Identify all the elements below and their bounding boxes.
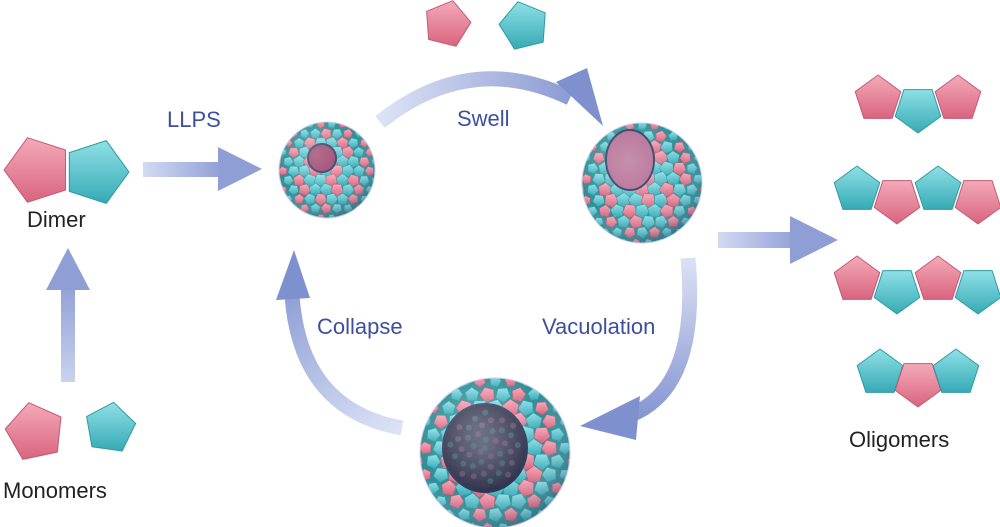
dimer-unit-cyan xyxy=(68,140,130,204)
arrow-monomers-to-dimer xyxy=(46,248,90,382)
oligomer-1 xyxy=(854,74,982,134)
oligomer-unit-cyan xyxy=(932,348,980,393)
oligomers-label: Oligomers xyxy=(849,427,950,452)
monomer-cyan xyxy=(86,401,137,452)
vacuolation-label: Vacuolation xyxy=(542,314,656,339)
droplet-vacuolated xyxy=(419,377,571,527)
oligomer-2 xyxy=(833,165,1000,225)
monomers-label: Monomers xyxy=(3,478,107,503)
monomer-pink xyxy=(4,402,62,460)
dimer-label: Dimer xyxy=(27,207,86,232)
free-monomers-group xyxy=(426,0,546,50)
llps-label: LLPS xyxy=(167,107,221,132)
oligomer-unit-pink xyxy=(934,74,982,119)
oligomer-unit-cyan xyxy=(894,89,942,134)
free-monomer-pink xyxy=(426,0,472,47)
droplet-swollen xyxy=(581,122,703,244)
monomers-group xyxy=(4,401,137,460)
free-monomer-cyan xyxy=(498,1,546,50)
oligomer-unit-pink xyxy=(833,255,881,300)
arrow-collapse xyxy=(276,250,404,436)
oligomer-4 xyxy=(856,348,980,408)
oligomer-unit-pink xyxy=(954,180,1000,225)
oligomer-unit-cyan xyxy=(873,270,921,315)
arrow-vacuolation xyxy=(580,257,698,440)
oligomer-unit-pink xyxy=(873,180,921,225)
arrow-swell xyxy=(375,68,603,128)
arrow-llps xyxy=(143,147,262,191)
collapse-label: Collapse xyxy=(317,314,403,339)
oligomer-unit-cyan xyxy=(833,165,881,210)
arrow-to-oligomers xyxy=(718,216,838,264)
oligomer-unit-cyan xyxy=(954,270,1000,315)
swell-label: Swell xyxy=(457,106,510,131)
oligomer-3 xyxy=(833,255,1000,315)
dimer-unit-pink xyxy=(3,137,66,203)
droplet-small xyxy=(278,121,376,219)
oligomer-unit-pink xyxy=(914,255,962,300)
oligomers-group xyxy=(833,74,1000,408)
oligomer-unit-pink xyxy=(854,74,902,119)
oligomer-unit-cyan xyxy=(914,165,962,210)
oligomer-unit-pink xyxy=(894,363,942,408)
oligomer-unit-cyan xyxy=(856,348,904,393)
dimer-group xyxy=(3,137,130,204)
